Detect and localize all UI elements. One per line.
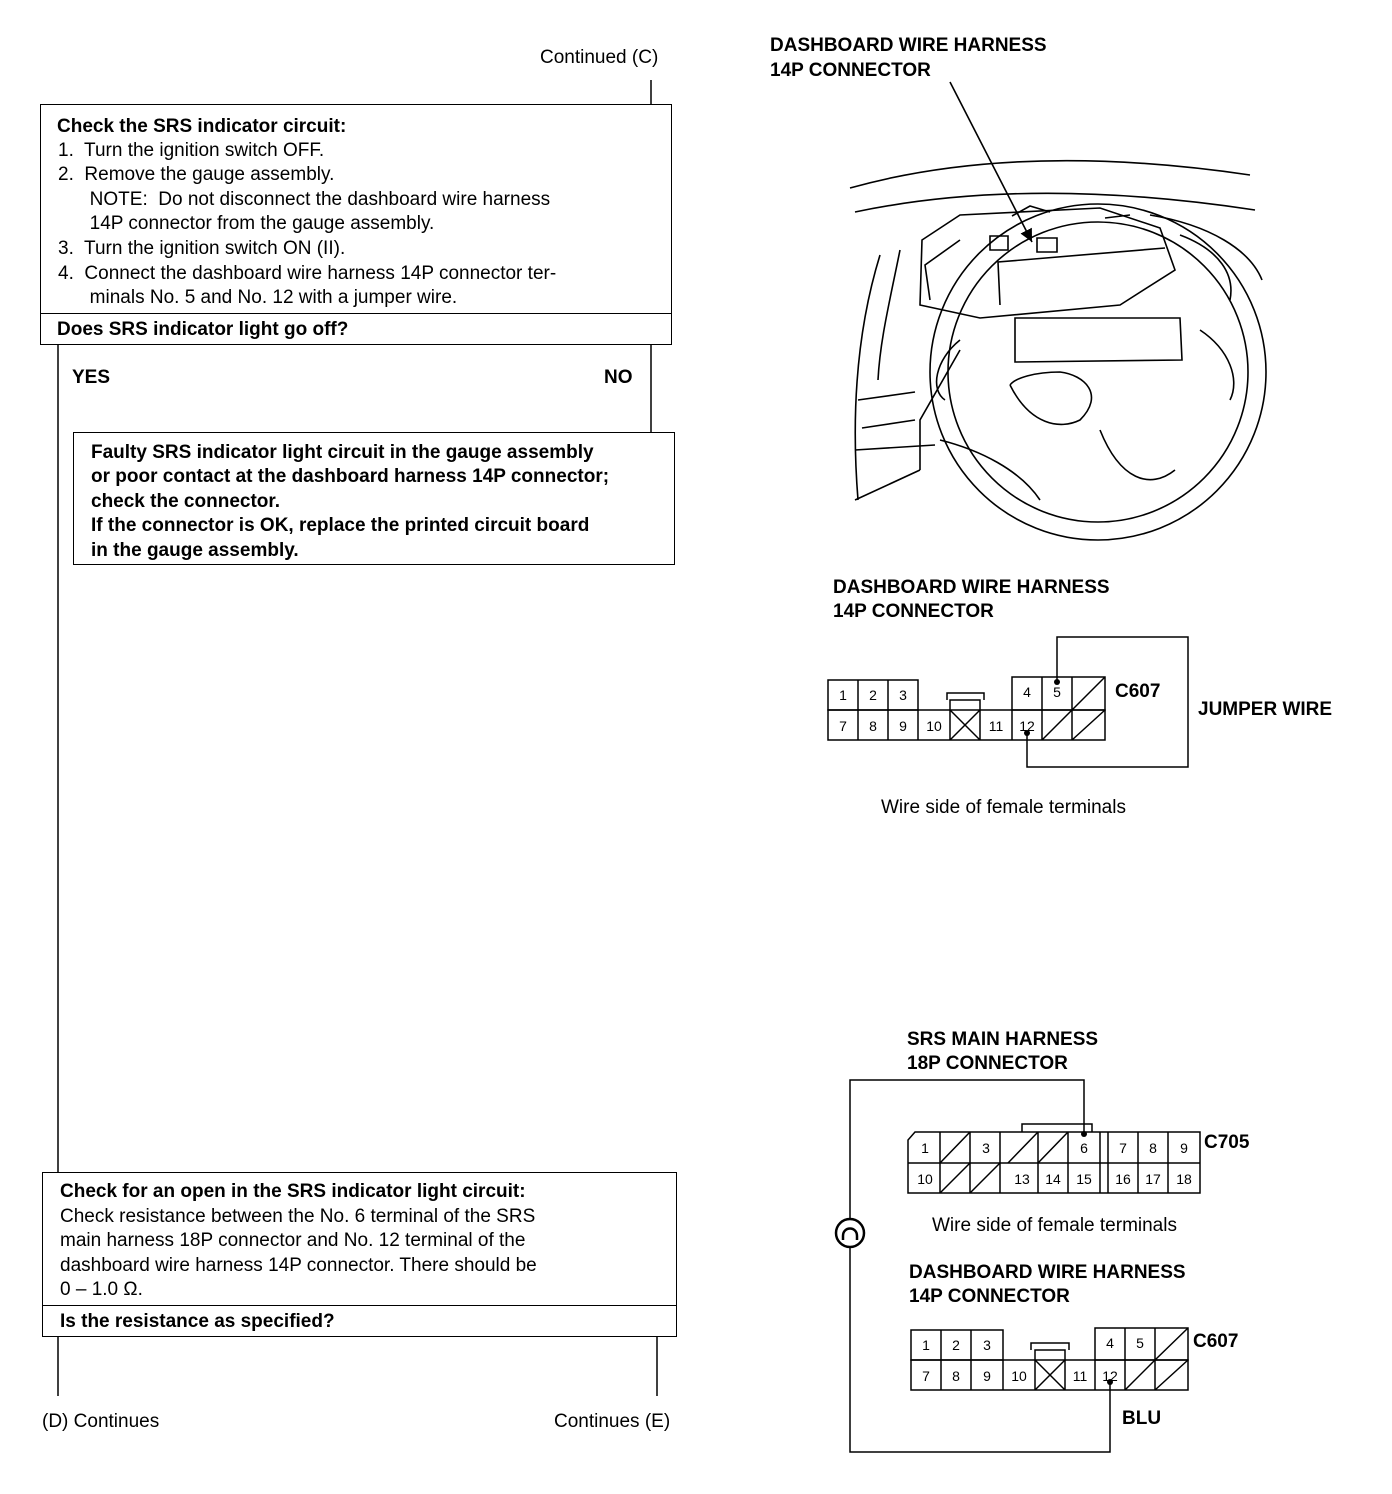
wire-side-label-1: Wire side of female terminals [881, 797, 1126, 818]
svg-text:5: 5 [1136, 1335, 1144, 1351]
conn14-label-line1: DASHBOARD WIRE HARNESS [833, 577, 1110, 598]
svg-text:3: 3 [983, 1337, 991, 1353]
box2-divider [43, 1305, 676, 1306]
svg-text:9: 9 [983, 1368, 991, 1384]
svg-text:10: 10 [917, 1171, 933, 1187]
srs-label-line2: 18P CONNECTOR [907, 1053, 1068, 1074]
conn14-pins: 1 2 3 4 5 7 8 9 10 11 12 [839, 684, 1061, 734]
svg-text:2: 2 [869, 687, 877, 703]
box1-question: Does SRS indicator light go off? [57, 319, 349, 340]
svg-text:1: 1 [839, 687, 847, 703]
box2-line-2: main harness 18P connector and No. 12 te… [60, 1230, 526, 1251]
svg-text:4: 4 [1106, 1335, 1114, 1351]
no-label: NO [604, 367, 633, 388]
box1-note: NOTE: Do not disconnect the dashboard wi… [58, 189, 551, 210]
conn14b-label-line2: 14P CONNECTOR [909, 1286, 1070, 1307]
svg-text:11: 11 [1073, 1368, 1088, 1384]
conn14-label-line2: 14P CONNECTOR [833, 601, 994, 622]
box2-question: Is the resistance as specified? [60, 1311, 335, 1332]
connector-14p-c607-b [910, 1327, 1189, 1391]
svg-text:12: 12 [1102, 1368, 1118, 1384]
result-line-4: If the connector is OK, replace the prin… [91, 515, 590, 536]
svg-text:15: 15 [1076, 1171, 1092, 1187]
svg-text:8: 8 [1149, 1140, 1157, 1156]
box1-step-2: 2. Remove the gauge assembly. [58, 164, 335, 185]
conn14b-id: C607 [1193, 1331, 1238, 1352]
svg-text:5: 5 [1053, 684, 1061, 700]
dashboard-illustration [849, 81, 1267, 541]
svg-text:13: 13 [1014, 1171, 1030, 1187]
check-srs-indicator-box: Check the SRS indicator circuit: 1. Turn… [40, 104, 672, 345]
continues-e-label: Continues (E) [554, 1411, 671, 1432]
box2-line-4: 0 – 1.0 Ω. [60, 1279, 143, 1300]
svg-text:7: 7 [839, 718, 847, 734]
svg-text:12: 12 [1019, 718, 1035, 734]
conn18-id: C705 [1204, 1132, 1250, 1153]
box1-title: Check the SRS indicator circuit: [57, 116, 347, 137]
box1-note-cont: 14P connector from the gauge assembly. [58, 213, 435, 234]
svg-text:6: 6 [1080, 1140, 1088, 1156]
box1-step-4: 4. Connect the dashboard wire harness 14… [58, 263, 557, 284]
conn14-id: C607 [1115, 681, 1160, 702]
svg-text:8: 8 [952, 1368, 960, 1384]
dash-label-line2: 14P CONNECTOR [770, 60, 931, 81]
svg-text:14: 14 [1045, 1171, 1061, 1187]
ohmmeter-icon [834, 1217, 866, 1249]
svg-text:9: 9 [899, 718, 907, 734]
continues-d-label: (D) Continues [42, 1411, 160, 1432]
box2-line-1: Check resistance between the No. 6 termi… [60, 1206, 536, 1227]
result-line-3: check the connector. [91, 491, 281, 512]
jumper-wire-label: JUMPER WIRE [1198, 699, 1332, 720]
svg-text:18: 18 [1176, 1171, 1192, 1187]
svg-text:3: 3 [899, 687, 907, 703]
svg-text:8: 8 [869, 718, 877, 734]
continued-c-label: Continued (C) [540, 47, 659, 68]
svg-text:7: 7 [922, 1368, 930, 1384]
svg-text:2: 2 [952, 1337, 960, 1353]
check-open-circuit-box: Check for an open in the SRS indicator l… [42, 1172, 677, 1337]
conn18-pins: 1 3 6 7 8 9 10 13 14 15 16 17 18 [917, 1140, 1192, 1187]
result-line-1: Faulty SRS indicator light circuit in th… [91, 442, 594, 463]
svg-text:7: 7 [1119, 1140, 1127, 1156]
svg-text:9: 9 [1180, 1140, 1188, 1156]
conn14b-label-line1: DASHBOARD WIRE HARNESS [909, 1262, 1186, 1283]
box1-divider [41, 313, 671, 314]
srs-label-line1: SRS MAIN HARNESS [907, 1029, 1098, 1050]
connector-18p-c705 [834, 1079, 1201, 1453]
svg-text:11: 11 [989, 718, 1004, 734]
svg-text:3: 3 [982, 1140, 990, 1156]
result-line-5: in the gauge assembly. [91, 540, 299, 561]
box2-line-3: dashboard wire harness 14P connector. Th… [60, 1255, 537, 1276]
result-line-2: or poor contact at the dashboard harness… [91, 466, 610, 487]
dash-label-line1: DASHBOARD WIRE HARNESS [770, 35, 1047, 56]
connector-14p-c607 [827, 636, 1189, 768]
faulty-circuit-box: Faulty SRS indicator light circuit in th… [73, 432, 675, 565]
box1-step-1: 1. Turn the ignition switch OFF. [58, 140, 325, 161]
box2-title: Check for an open in the SRS indicator l… [60, 1181, 526, 1202]
wire-side-label-2: Wire side of female terminals [932, 1215, 1177, 1236]
box1-step-3: 3. Turn the ignition switch ON (II). [58, 238, 346, 259]
box1-step-4-cont: minals No. 5 and No. 12 with a jumper wi… [58, 287, 458, 308]
svg-text:10: 10 [1011, 1368, 1027, 1384]
svg-text:10: 10 [926, 718, 942, 734]
svg-text:4: 4 [1023, 684, 1031, 700]
svg-text:16: 16 [1115, 1171, 1131, 1187]
svg-text:1: 1 [922, 1337, 930, 1353]
flow-lines [57, 80, 658, 1396]
svg-text:17: 17 [1145, 1171, 1161, 1187]
yes-label: YES [72, 367, 111, 388]
wire-color-label: BLU [1122, 1408, 1161, 1429]
svg-text:1: 1 [921, 1140, 929, 1156]
conn14b-pins: 1 2 3 4 5 7 8 9 10 11 12 [922, 1335, 1144, 1384]
